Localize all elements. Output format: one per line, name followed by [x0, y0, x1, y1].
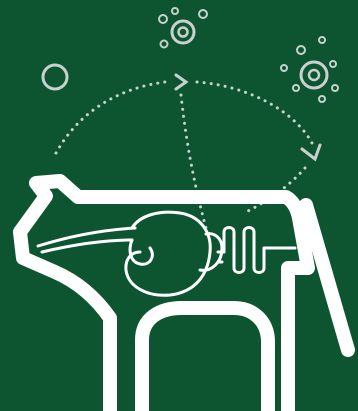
cow-digestion-illustration [0, 0, 358, 411]
illustration-canvas [0, 0, 358, 411]
